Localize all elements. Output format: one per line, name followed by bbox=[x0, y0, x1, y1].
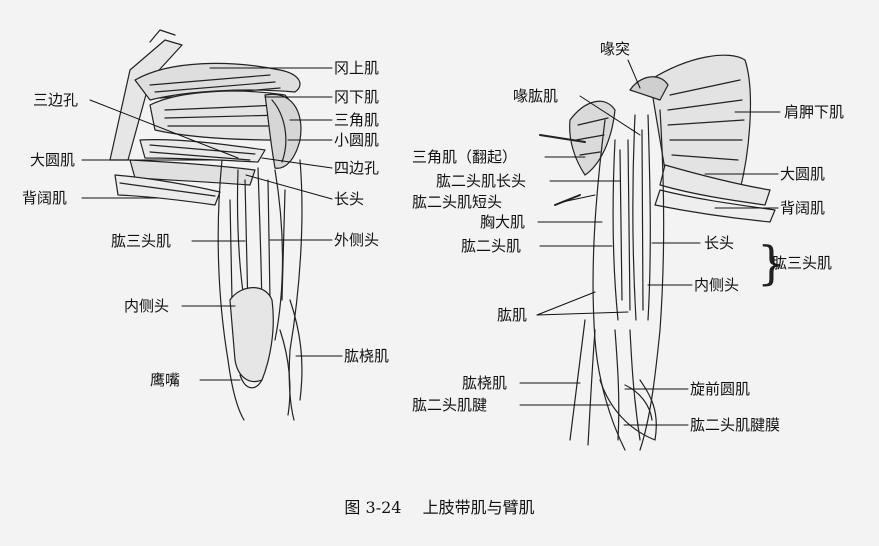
label-biceps-short-head: 肱二头肌短头 bbox=[412, 193, 503, 211]
label-teres-major-right: 大圆肌 bbox=[780, 165, 826, 183]
label-latissimus-right: 背阔肌 bbox=[780, 199, 826, 217]
label-long-head-left: 长头 bbox=[334, 190, 365, 208]
posterior-arm-drawing bbox=[109, 29, 303, 421]
label-infraspinatus: 冈下肌 bbox=[334, 88, 380, 106]
label-deltoid-left: 三角肌 bbox=[334, 111, 380, 129]
label-olecranon: 鹰嘴 bbox=[150, 371, 181, 389]
label-bicipital-aponeurosis: 肱二头肌腱膜 bbox=[690, 416, 781, 434]
label-brachioradialis-right: 肱桡肌 bbox=[462, 374, 508, 392]
label-biceps-tendon: 肱二头肌腱 bbox=[412, 396, 488, 414]
label-triceps-left: 肱三头肌 bbox=[111, 232, 172, 250]
label-coracoid: 喙突 bbox=[600, 40, 631, 58]
label-triangular-space: 三边孔 bbox=[33, 91, 79, 109]
label-lateral-head: 外侧头 bbox=[334, 231, 380, 249]
label-biceps: 肱二头肌 bbox=[461, 237, 522, 255]
label-quadrangular-space: 四边孔 bbox=[334, 159, 380, 177]
caption-number: 图 3-24 bbox=[344, 498, 402, 517]
label-pronator-teres: 旋前圆肌 bbox=[690, 380, 751, 398]
caption-title: 上肢带肌与臂肌 bbox=[422, 498, 535, 517]
label-deltoid-reflected: 三角肌（翻起） bbox=[412, 148, 518, 166]
brace-bracket: } bbox=[757, 236, 787, 290]
label-brachialis: 肱肌 bbox=[497, 306, 528, 324]
label-latissimus-left: 背阔肌 bbox=[22, 189, 68, 207]
anterior-arm-drawing bbox=[539, 54, 776, 451]
label-coracobrachialis: 喙肱肌 bbox=[513, 87, 559, 105]
label-long-head-right: 长头 bbox=[704, 234, 735, 252]
label-pectoralis-major: 胸大肌 bbox=[480, 213, 526, 231]
label-biceps-long-head: 肱二头肌长头 bbox=[436, 172, 527, 190]
label-triceps-group: 肱三头肌 bbox=[772, 254, 833, 272]
label-teres-major-left: 大圆肌 bbox=[30, 151, 76, 169]
label-teres-minor: 小圆肌 bbox=[334, 131, 380, 149]
label-supraspinatus: 冈上肌 bbox=[334, 59, 380, 77]
label-medial-head-left: 内侧头 bbox=[124, 297, 170, 315]
left-leader-lines bbox=[81, 67, 343, 381]
figure-caption: 图 3-24 上肢带肌与臂肌 bbox=[0, 494, 879, 518]
right-leader-lines bbox=[519, 59, 781, 426]
label-medial-head-right: 内侧头 bbox=[694, 276, 740, 294]
label-brachioradialis-left: 肱桡肌 bbox=[344, 347, 390, 365]
label-subscapularis: 肩胛下肌 bbox=[784, 103, 845, 121]
